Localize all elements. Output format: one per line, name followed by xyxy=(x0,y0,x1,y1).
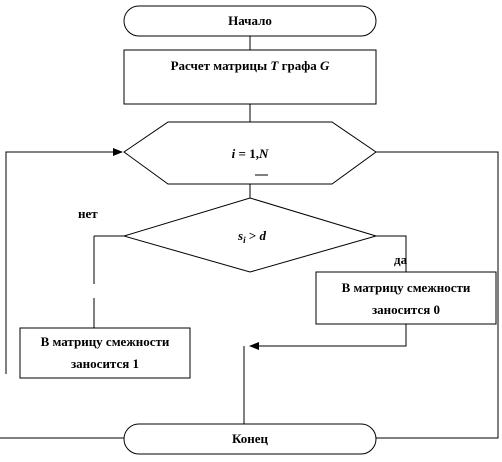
end-label: Конец xyxy=(232,431,269,446)
write-zero-line1: В матрицу смежности xyxy=(342,280,471,295)
connector-merge xyxy=(249,324,407,350)
process-matrix-label: Расчет матрицы T графа G xyxy=(171,58,330,73)
loop-hexagon xyxy=(123,121,377,185)
start-label: Начало xyxy=(228,13,272,28)
connector-yes xyxy=(376,235,407,272)
loop-label: i = 1,N xyxy=(232,146,269,161)
condition-label: si > d xyxy=(237,228,267,245)
write-zero-line2: заносится 0 xyxy=(372,302,440,317)
branch-yes-label: да xyxy=(394,252,408,267)
write-one-box xyxy=(19,327,191,379)
connector-loop-exit xyxy=(376,151,499,439)
condition-diamond xyxy=(122,197,378,273)
end-terminator xyxy=(123,423,377,455)
write-one-line1: В матрицу смежности xyxy=(41,334,170,349)
process-matrix-box xyxy=(123,49,377,105)
connector-loop-back xyxy=(5,148,123,374)
start-terminator xyxy=(123,5,377,37)
write-zero-box xyxy=(315,271,497,325)
branch-no-label: нет xyxy=(78,206,98,221)
write-one-line2: заносится 1 xyxy=(71,356,139,371)
